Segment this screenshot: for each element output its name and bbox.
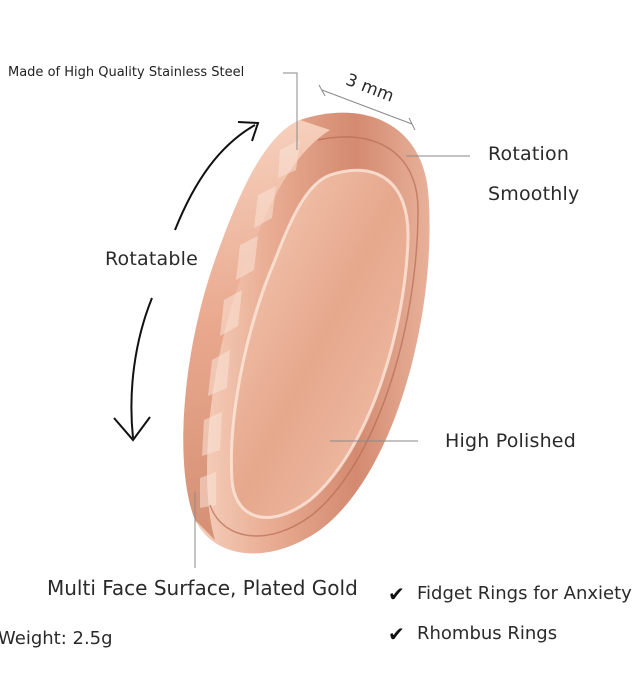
weight-label: Weight: 2.5g — [0, 628, 113, 649]
callout-lines — [194, 72, 470, 568]
material-label: Made of High Quality Stainless Steel — [8, 65, 245, 80]
rotation-label-line2: Smoothly — [488, 183, 580, 205]
ring-body — [183, 112, 430, 554]
check-icon: ✔ — [388, 582, 405, 606]
rotation-arrows — [113, 121, 260, 442]
surface-label: Multi Face Surface, Plated Gold — [47, 576, 358, 600]
check-icon: ✔ — [388, 622, 405, 646]
facets — [200, 140, 300, 508]
feature-item-rhombus: Rhombus Rings — [417, 623, 558, 644]
rotatable-label: Rotatable — [105, 248, 198, 270]
feature-item-fidget: Fidget Rings for Anxiety — [417, 583, 632, 604]
polished-label: High Polished — [445, 430, 576, 452]
rotation-label-line1: Rotation — [488, 143, 570, 165]
